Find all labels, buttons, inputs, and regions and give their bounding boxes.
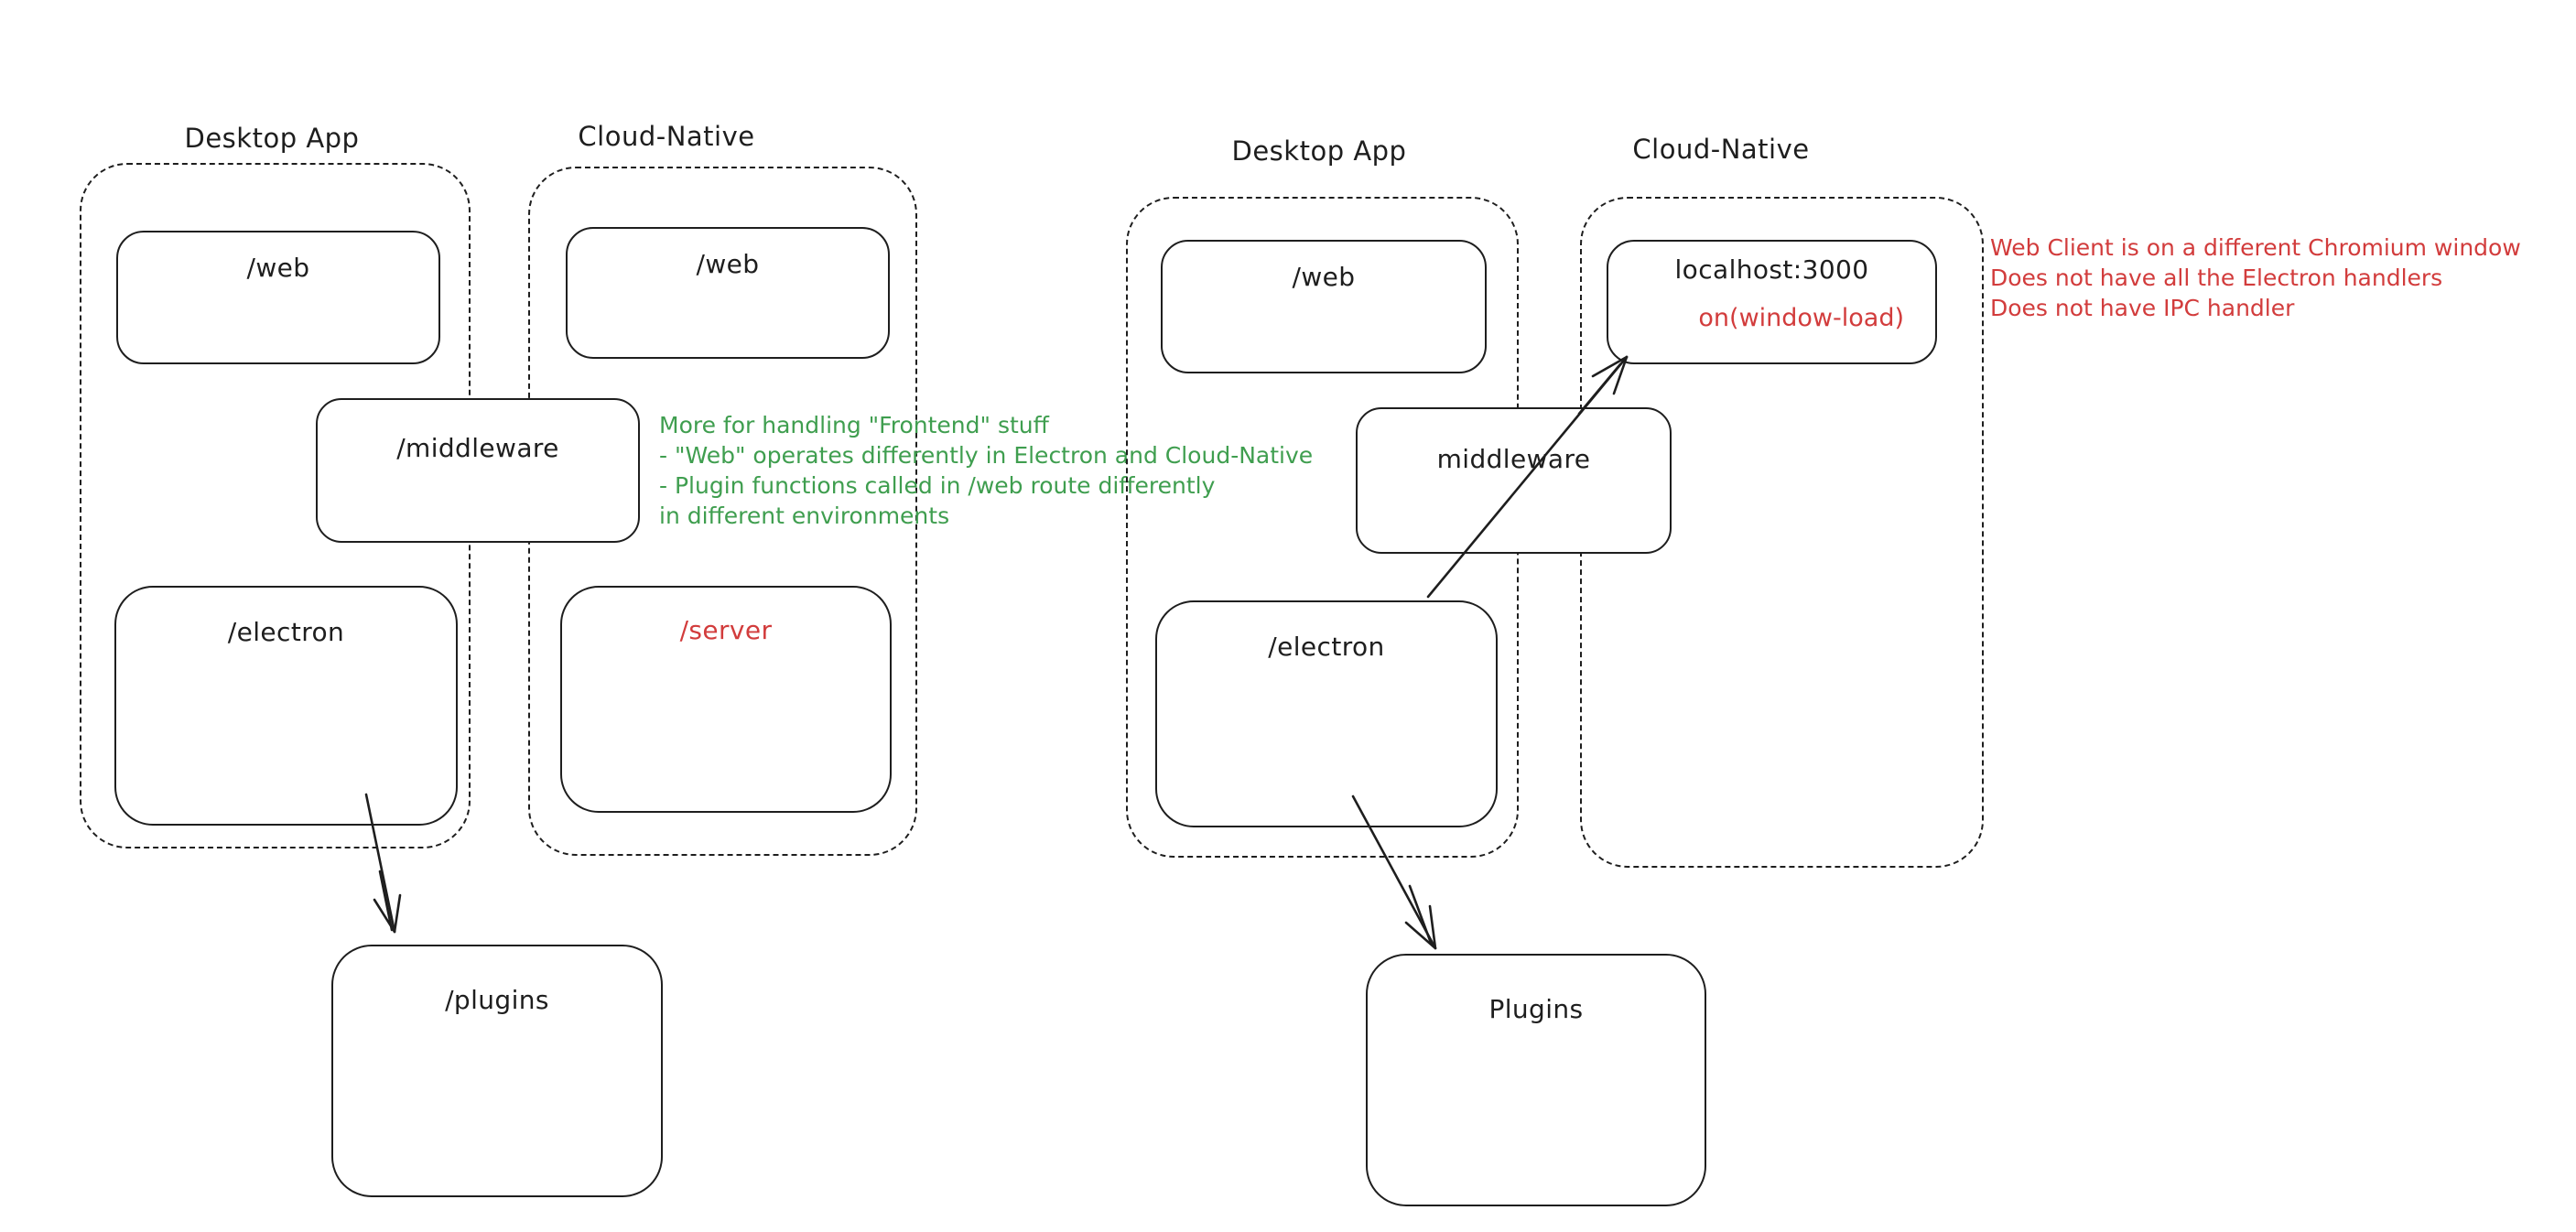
left-electron-label: /electron bbox=[227, 617, 345, 647]
left-cloud-native-title[interactable]: Cloud-Native bbox=[578, 121, 755, 152]
right-plugins-label: Plugins bbox=[1488, 994, 1584, 1024]
left-web-desktop-box[interactable]: /web bbox=[116, 231, 440, 364]
right-plugins-box[interactable]: Plugins bbox=[1366, 954, 1706, 1206]
left-electron-box[interactable]: /electron bbox=[114, 586, 458, 826]
right-middleware-box[interactable]: middleware bbox=[1356, 407, 1672, 554]
right-localhost-box[interactable]: localhost:3000 on(window-load) bbox=[1607, 240, 1937, 364]
left-middleware-label: /middleware bbox=[396, 433, 559, 463]
right-electron-box[interactable]: /electron bbox=[1155, 600, 1498, 827]
left-plugins-label: /plugins bbox=[445, 985, 549, 1015]
right-localhost-label: localhost:3000 bbox=[1674, 254, 1869, 285]
right-web-box[interactable]: /web bbox=[1161, 240, 1487, 373]
left-server-label: /server bbox=[679, 615, 773, 645]
left-green-note[interactable]: More for handling "Frontend" stuff - "We… bbox=[659, 410, 1313, 531]
left-web-cloud-label: /web bbox=[696, 249, 760, 279]
right-middleware-label: middleware bbox=[1436, 444, 1591, 474]
left-web-desktop-label: /web bbox=[246, 253, 310, 283]
left-web-cloud-box[interactable]: /web bbox=[566, 227, 890, 359]
right-electron-label: /electron bbox=[1268, 632, 1385, 662]
left-desktop-app-title[interactable]: Desktop App bbox=[184, 123, 360, 154]
right-cloud-native-title[interactable]: Cloud-Native bbox=[1632, 134, 1810, 165]
red-note-line-3: Does not have IPC handler bbox=[1990, 295, 2295, 321]
red-note-line-1: Web Client is on a different Chromium wi… bbox=[1990, 234, 2521, 261]
left-plugins-box[interactable]: /plugins bbox=[331, 945, 663, 1197]
left-middleware-box[interactable]: /middleware bbox=[316, 398, 640, 543]
green-note-line-1: More for handling "Frontend" stuff bbox=[659, 412, 1049, 438]
right-desktop-app-title[interactable]: Desktop App bbox=[1231, 135, 1407, 167]
right-web-label: /web bbox=[1292, 262, 1356, 292]
red-note-line-2: Does not have all the Electron handlers bbox=[1990, 265, 2443, 291]
green-note-line-2: - "Web" operates differently in Electron… bbox=[659, 442, 1314, 469]
right-on-window-load-label: on(window-load) bbox=[1698, 304, 1904, 332]
left-server-box[interactable]: /server bbox=[560, 586, 892, 813]
green-note-line-4: in different environments bbox=[659, 503, 950, 529]
right-red-note[interactable]: Web Client is on a different Chromium wi… bbox=[1990, 232, 2521, 323]
green-note-line-3: - Plugin functions called in /web route … bbox=[659, 472, 1216, 499]
